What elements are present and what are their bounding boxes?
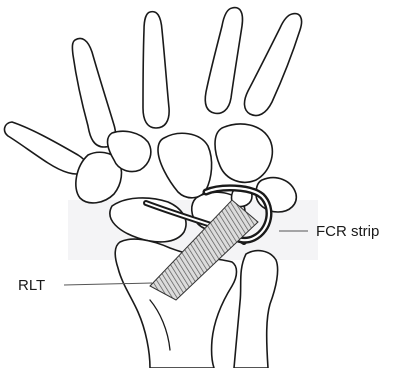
rlt-label: RLT [18,277,45,294]
metacarpal-ring [205,8,242,114]
capitate [158,133,212,197]
metacarpal-thumb [5,122,87,174]
metacarpal-little [244,14,301,116]
metacarpal-middle [143,12,169,128]
hamate [215,124,272,182]
metacarpal-index [72,39,115,148]
ulna [234,251,278,368]
fcr-strip-label: FCR strip [316,223,379,240]
